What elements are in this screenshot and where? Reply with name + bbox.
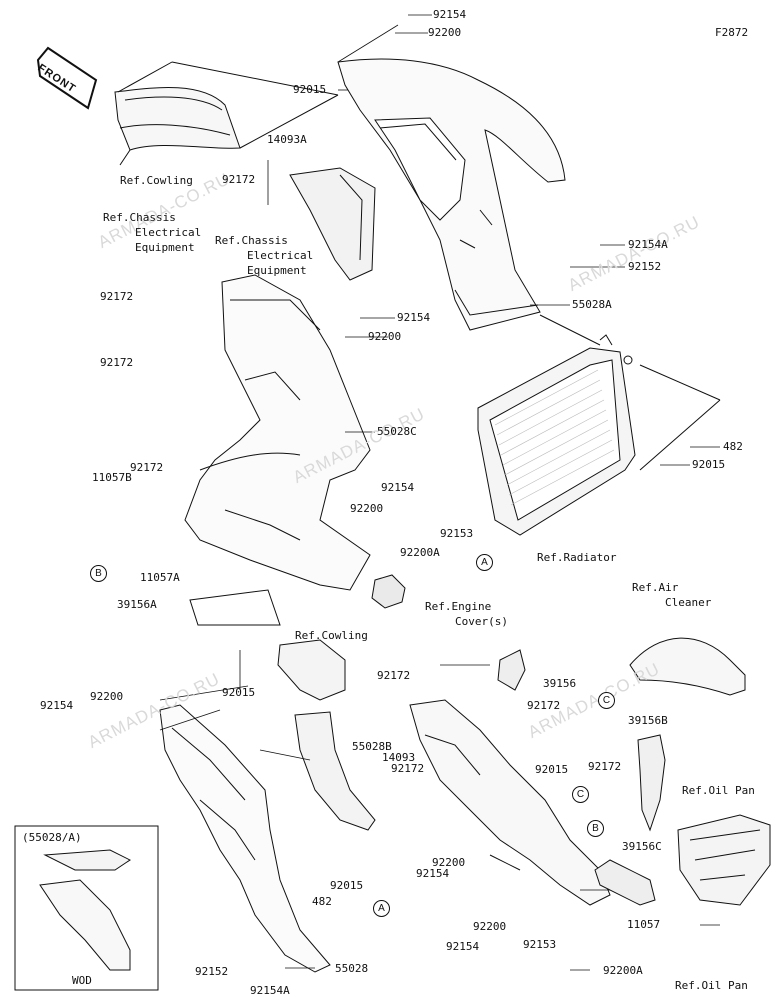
piece-39156b-shape	[637, 734, 666, 832]
part-number: 92200	[432, 856, 466, 869]
ref-oil-pan-b: Ref.Oil Pan	[675, 979, 748, 992]
callout-a: A	[373, 900, 390, 917]
part-number: 92015	[330, 879, 364, 892]
part-number: 92152	[628, 260, 662, 273]
part-number: 55028B	[352, 740, 392, 753]
part-number: 92154A	[250, 984, 290, 997]
part-number: 92152	[195, 965, 229, 978]
callout-c: C	[598, 692, 615, 709]
part-number: 482	[723, 440, 743, 453]
part-number: 92172	[130, 461, 164, 474]
ref-chassis-electrical-a-line2: Electrical	[135, 226, 202, 239]
part-number: 39156	[543, 677, 577, 690]
part-number: 55028C	[377, 425, 417, 438]
engine-cover-bracket-shape	[371, 574, 406, 609]
part-number: 92172	[527, 699, 561, 712]
part-number: 92154	[416, 867, 450, 880]
ref-chassis-electrical-a-line1: Ref.Chassis	[103, 211, 176, 224]
part-number: 55028A	[572, 298, 612, 311]
inner-panel-14093a-shape	[289, 167, 376, 281]
part-number: 92154	[381, 481, 415, 494]
inset-box-shape	[14, 825, 159, 991]
part-number: 92172	[588, 760, 622, 773]
part-number: 92200	[428, 26, 462, 39]
radiator-shape	[477, 334, 636, 536]
figure-id: F2872	[715, 26, 749, 39]
part-number: 92172	[100, 290, 134, 303]
part-number: 39156A	[117, 598, 157, 611]
front-arrow-icon	[36, 46, 98, 110]
part-number: 55028	[335, 962, 369, 975]
part-number: 11057B	[92, 471, 132, 484]
part-number: 92153	[523, 938, 557, 951]
ref-engine-cover-line2: Cover(s)	[455, 615, 508, 628]
part-number: 92015	[293, 83, 327, 96]
ref-air-cleaner-line1: Ref.Air	[632, 581, 679, 594]
part-number: 92015	[535, 763, 569, 776]
ref-oil-pan-a: Ref.Oil Pan	[682, 784, 755, 797]
part-number: 92154	[397, 311, 431, 324]
part-number: 92172	[222, 173, 256, 186]
part-number: 92200A	[603, 964, 643, 977]
part-number: 92154	[40, 699, 74, 712]
cowling-mid-ref-shape	[277, 639, 346, 701]
ref-air-cleaner-line2: Cleaner	[665, 596, 712, 609]
part-number: 92172	[391, 762, 425, 775]
part-number: 92153	[440, 527, 474, 540]
part-number: 39156B	[628, 714, 668, 727]
piece-39156-shape	[497, 649, 526, 691]
ref-radiator: Ref.Radiator	[537, 551, 617, 564]
part-number: 92200	[350, 502, 384, 515]
inset-variant: WOD	[72, 974, 92, 987]
part-number: 92015	[222, 686, 256, 699]
part-number: 92200	[368, 330, 402, 343]
upper-side-fairing-shape	[337, 58, 566, 331]
oil-pan-ref-shape	[677, 814, 771, 906]
air-cleaner-ref-shape	[629, 637, 746, 696]
ref-chassis-electrical-a-line3: Equipment	[135, 241, 195, 254]
ref-cowling-mid: Ref.Cowling	[295, 629, 368, 642]
ref-chassis-electrical-b-line1: Ref.Chassis	[215, 234, 288, 247]
part-number: 14093	[382, 751, 416, 764]
ref-cowling-top: Ref.Cowling	[120, 174, 193, 187]
part-number: 92172	[377, 669, 411, 682]
callout-a: A	[476, 554, 493, 571]
part-number: 92154A	[628, 238, 668, 251]
part-number: 14093A	[267, 133, 307, 146]
part-number: 11057	[627, 918, 661, 931]
callout-b: B	[587, 820, 604, 837]
part-number: 482	[312, 895, 332, 908]
inset-title: (55028/A)	[22, 831, 82, 844]
middle-side-panel-shape	[184, 274, 371, 591]
part-number: 92015	[692, 458, 726, 471]
part-number: 39156C	[622, 840, 662, 853]
piece-39156c-shape	[594, 859, 656, 906]
lower-cowl-shape	[159, 704, 331, 973]
part-number: 92200	[90, 690, 124, 703]
inner-panel-14093-shape	[294, 711, 376, 831]
part-number: 92172	[100, 356, 134, 369]
upper-cowl-ref-shape	[114, 87, 241, 166]
callout-c: C	[572, 786, 589, 803]
part-number: 92154	[446, 940, 480, 953]
part-number: 92200	[473, 920, 507, 933]
pad-39156a-shape	[189, 589, 281, 626]
part-number: 92154	[433, 8, 467, 21]
callout-b: B	[90, 565, 107, 582]
part-number: 11057A	[140, 571, 180, 584]
lower-cowl-right-shape	[409, 699, 611, 906]
part-number: 92200A	[400, 546, 440, 559]
ref-chassis-electrical-b-line2: Electrical	[247, 249, 314, 262]
ref-engine-cover-line1: Ref.Engine	[425, 600, 492, 613]
ref-chassis-electrical-b-line3: Equipment	[247, 264, 307, 277]
